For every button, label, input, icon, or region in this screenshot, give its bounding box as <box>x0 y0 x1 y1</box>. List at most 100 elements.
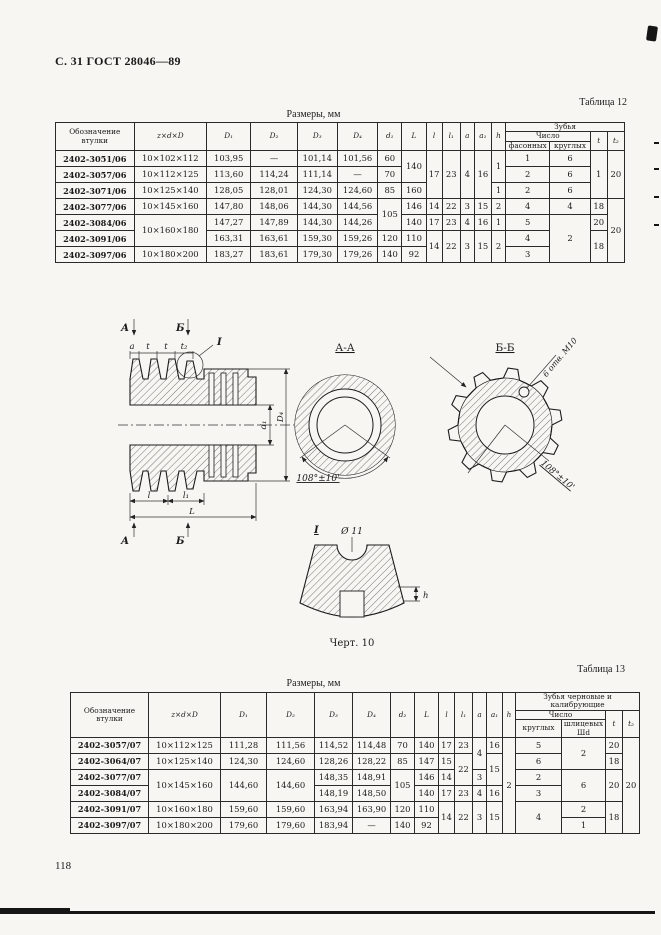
section-label-a-top: А <box>120 323 129 334</box>
col-header: d₂ <box>390 692 415 738</box>
cell: 10×112×125 <box>133 166 208 184</box>
col-header: t <box>605 709 623 738</box>
col-header: z×d×D <box>133 121 208 152</box>
cell: 15 <box>473 230 492 264</box>
dim-d1: d₁ <box>259 421 269 430</box>
cell: 10×145×160 <box>148 768 221 802</box>
cell: 2402-3057/06 <box>55 166 135 184</box>
cell: 148,06 <box>250 198 298 216</box>
cell: 148,50 <box>352 784 391 802</box>
cell: 1 <box>490 182 507 200</box>
cell: 20 <box>605 736 623 754</box>
dim-l: l <box>148 491 151 501</box>
col-header: D₁ <box>206 121 252 152</box>
table-row: 2402-3064/07 10×125×140 124,30 124,60 12… <box>70 752 640 786</box>
cell: 3 <box>472 800 487 834</box>
cell: 2402-3057/07 <box>70 736 149 754</box>
cell: 148,35 <box>314 768 353 786</box>
cell: 140 <box>377 246 403 264</box>
bottom-dimension-lines <box>129 483 257 521</box>
page-number: 118 <box>55 860 72 872</box>
cell: 6 <box>549 182 591 200</box>
col-header: шлицевых Шd <box>561 719 606 738</box>
cell: 147 <box>414 752 439 770</box>
cell: 14 <box>425 230 443 264</box>
col-header-group: Число <box>515 709 606 721</box>
cell: 183,61 <box>250 246 298 264</box>
cell: 2402-3084/07 <box>70 784 149 802</box>
detail-leader <box>198 344 214 357</box>
angle-label-aa: 108°±10' <box>296 474 339 484</box>
col-header: круглых <box>549 140 591 152</box>
col-header: D₃ <box>314 692 353 738</box>
top-dimension-lines <box>129 351 194 359</box>
detail-view-label: I <box>313 525 319 536</box>
cell: 2402-3091/07 <box>70 800 149 818</box>
cell: 20 <box>606 198 626 264</box>
dim-D4: D₄ <box>276 411 286 423</box>
cell: — <box>336 166 379 184</box>
cell: 85 <box>377 182 403 200</box>
cell: 23 <box>441 214 461 232</box>
cell: 144,30 <box>296 214 338 232</box>
cell: 15 <box>486 752 503 786</box>
col-header: круглых <box>515 719 562 738</box>
cell: 105 <box>390 768 415 802</box>
cell: 2 <box>505 166 551 184</box>
cell: 2 <box>515 768 562 786</box>
cell: 6 <box>515 752 562 770</box>
cell: 183,94 <box>314 816 353 834</box>
cell: 124,30 <box>296 182 338 200</box>
cell: 14 <box>425 198 443 216</box>
cell: 17 <box>438 736 455 754</box>
cell: 124,30 <box>220 752 267 770</box>
cell: — <box>352 816 391 834</box>
detail-circle <box>176 351 204 379</box>
cell: 1 <box>490 150 507 184</box>
cell: 23 <box>454 784 473 802</box>
cell: 2 <box>505 182 551 200</box>
cell: 144,56 <box>336 198 379 216</box>
cell: 147,89 <box>250 214 298 232</box>
cell: 2 <box>549 214 591 264</box>
section-label-b-top: Б <box>175 323 185 334</box>
cell: 1 <box>561 816 606 834</box>
cell: 10×160×180 <box>148 800 221 818</box>
dim-h: h <box>423 591 428 601</box>
cell: 114,48 <box>352 736 391 754</box>
cell: 3 <box>515 784 562 802</box>
cell: 2 <box>561 736 606 770</box>
scan-artifact <box>654 224 659 226</box>
cell: 146 <box>401 198 427 216</box>
col-header: D₁ <box>220 692 267 738</box>
col-header: D₂ <box>266 692 315 738</box>
cell: 2 <box>561 800 606 818</box>
col-header: h <box>502 692 516 738</box>
col-header-group: Зубья <box>505 121 625 133</box>
cell: 14 <box>438 800 455 834</box>
col-header: a <box>472 692 487 738</box>
angle-label-bb: 108°±10' <box>538 459 576 493</box>
dim-l1: l₁ <box>183 491 189 501</box>
cell: 1 <box>589 150 608 200</box>
table12-label: Таблица 12 <box>579 97 627 108</box>
table-row: 2402-3057/07 10×112×125 111,28 111,56 11… <box>70 736 641 834</box>
detail-shape <box>299 544 405 618</box>
cell: 2 <box>502 736 516 834</box>
cell: 15 <box>486 800 503 834</box>
cell: 179,60 <box>220 816 267 834</box>
cell: 4 <box>472 736 487 770</box>
table-row: Обозначение втулки z×d×D D₁ D₂ D₃ D₄ d₁ … <box>55 121 625 152</box>
table-row: 2402-3077/06 10×145×160 147,80 148,06 14… <box>55 198 626 264</box>
cell: 2402-3097/06 <box>55 246 135 264</box>
cell: 3 <box>459 230 475 264</box>
section-label-b-bottom: Б <box>175 536 185 547</box>
cell: 16 <box>473 150 492 200</box>
cell: 110 <box>401 230 427 248</box>
radius-callout <box>429 356 467 388</box>
cell: 147,80 <box>206 198 252 216</box>
col-header: L <box>414 692 439 738</box>
longitudinal-section-view: I a t t t₂ d₁ D₄ l l₁ <box>118 319 294 547</box>
cell: 111,56 <box>266 736 315 754</box>
col-header: a₁ <box>473 121 492 152</box>
